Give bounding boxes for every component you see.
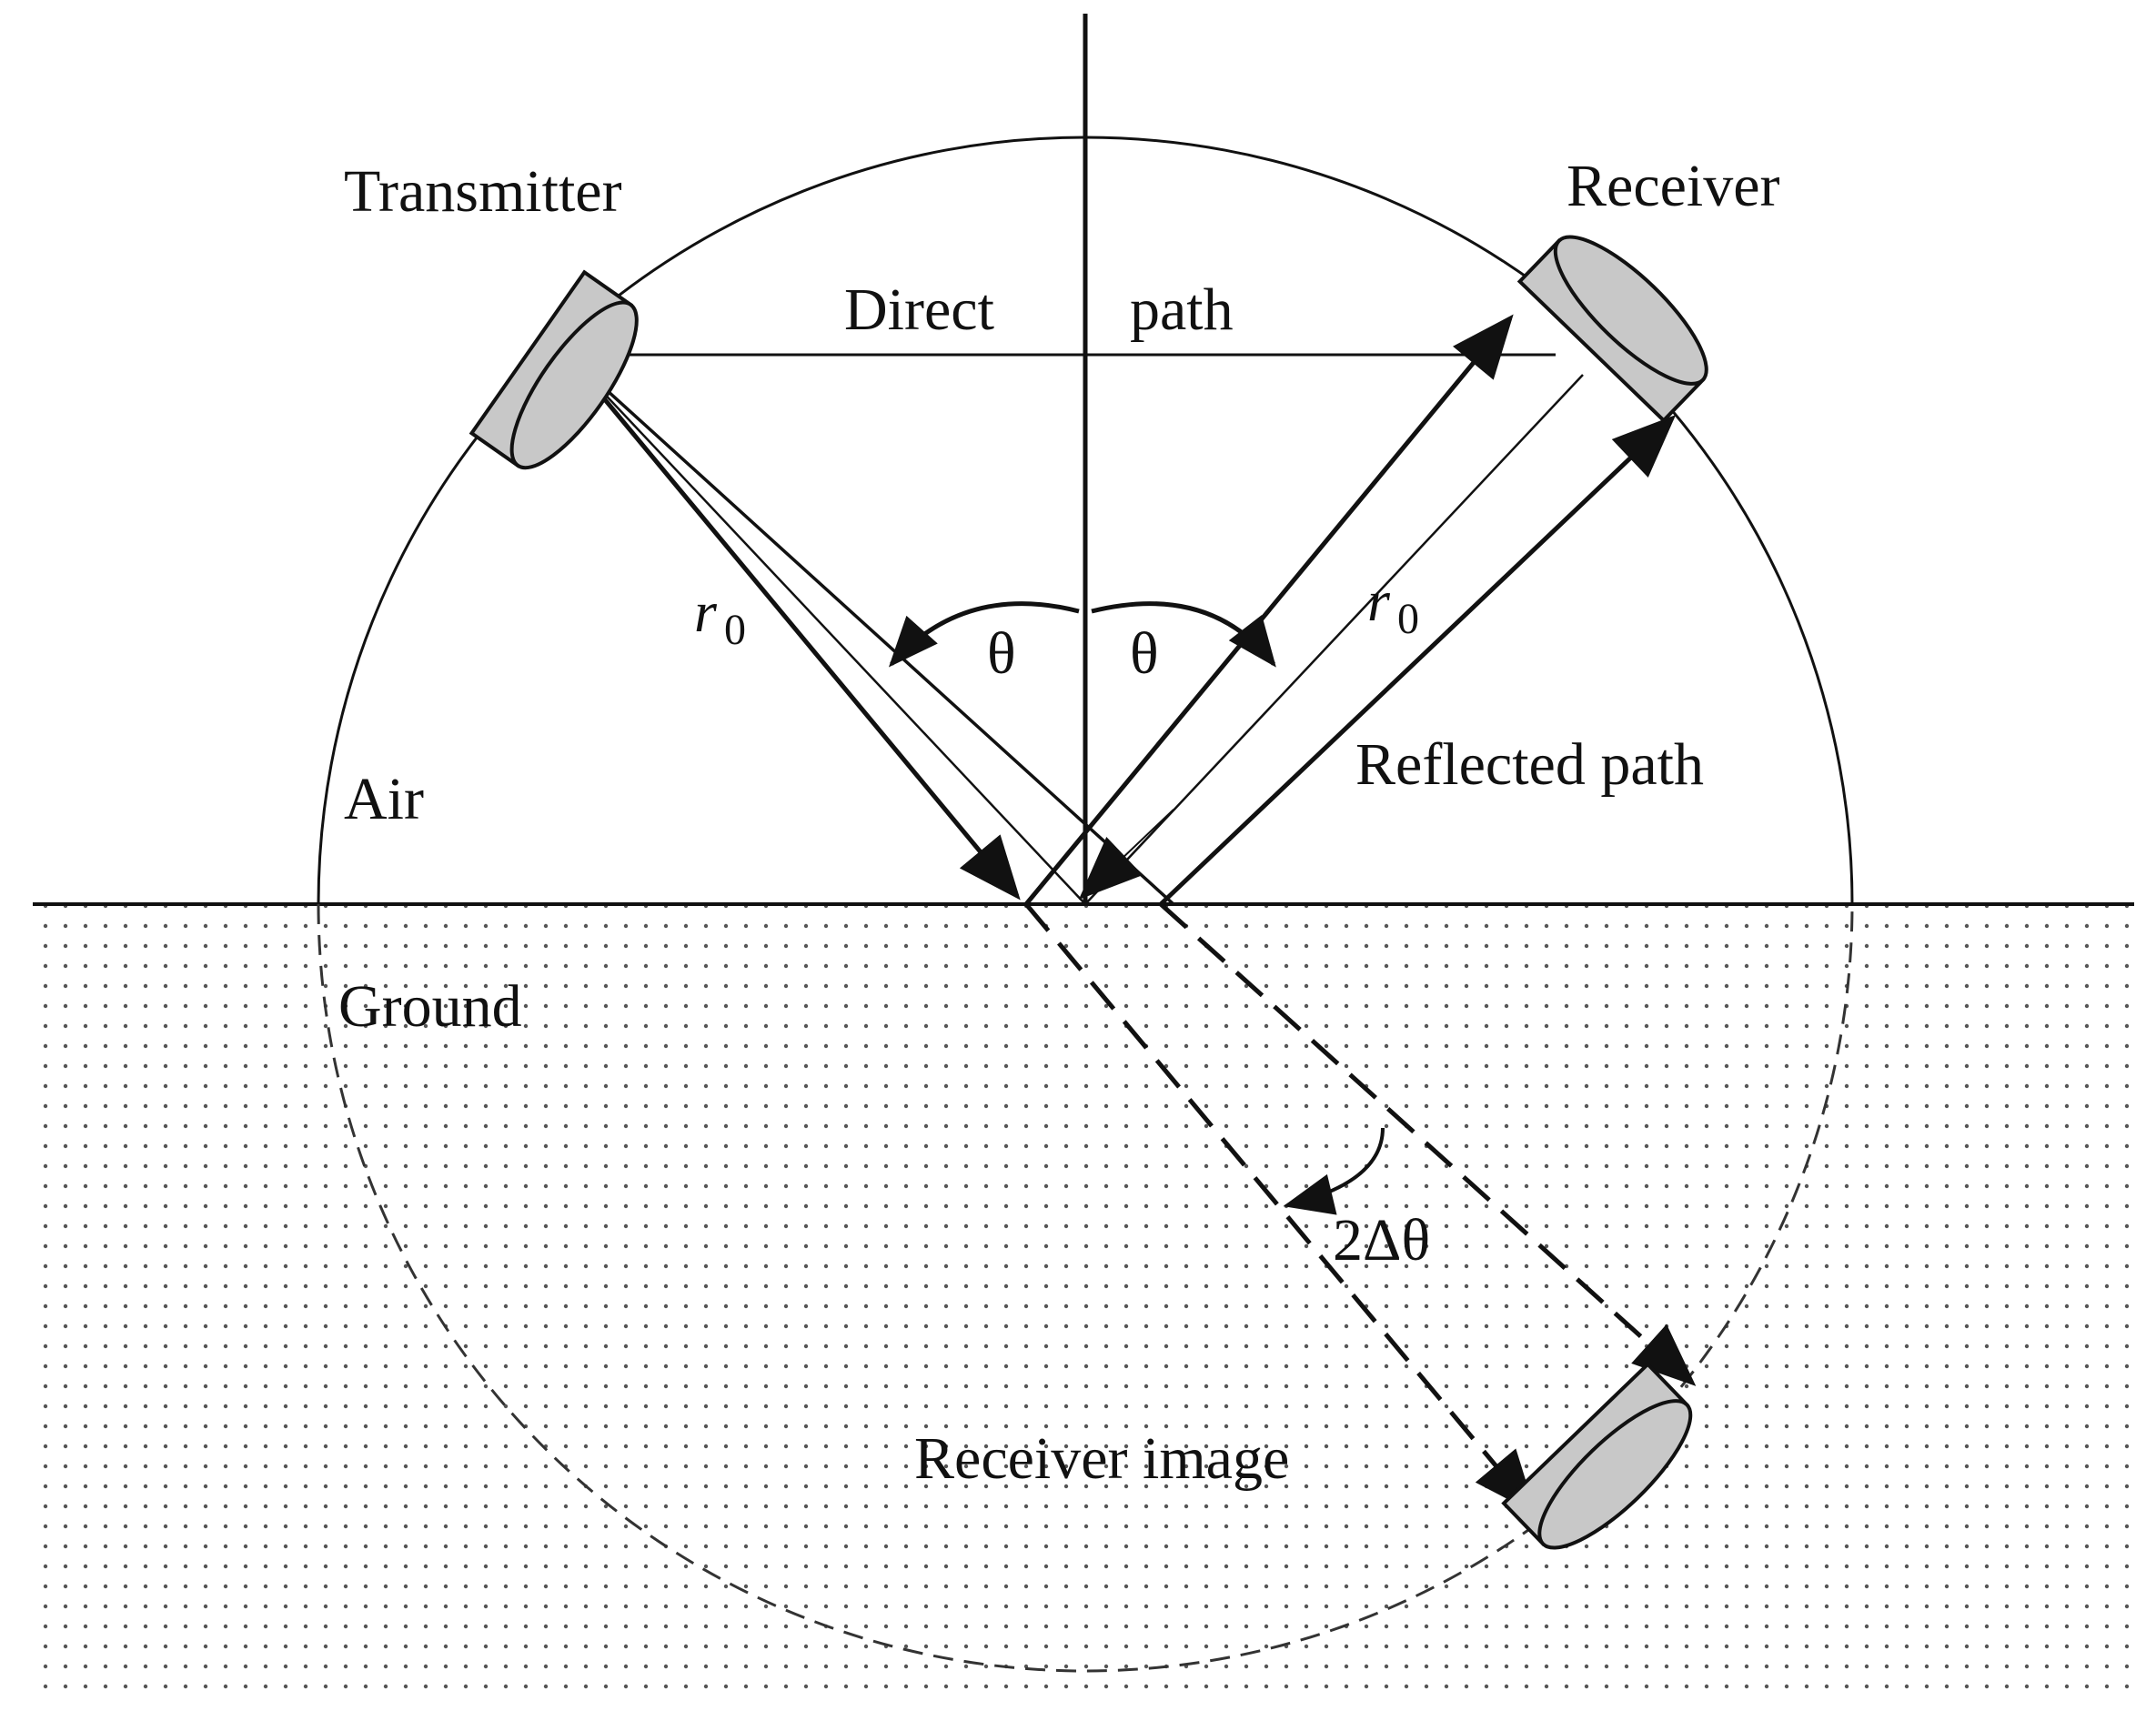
incident-ray-right: [566, 353, 1175, 906]
r0-right-symbol: r: [1367, 569, 1391, 633]
image-ray-lower: [1024, 902, 1536, 1515]
receiver-antenna: [1516, 235, 1708, 424]
r0-left-subscript: 0: [724, 606, 746, 654]
theta-arc-left: [888, 601, 1080, 668]
reflected-ray-left: [1024, 314, 1514, 906]
lower-semicircle: [317, 903, 1854, 1673]
two-delta-theta-arc: [1283, 1127, 1385, 1215]
r0-left-symbol: r: [694, 579, 718, 644]
receiver-image-antenna: [1501, 1361, 1693, 1550]
receiver-image-label: Receiver image: [914, 1425, 1289, 1492]
direct-label: Direct: [844, 277, 994, 343]
ground-label: Ground: [338, 973, 522, 1040]
reflected-path-label: Reflected path: [1355, 731, 1704, 798]
ground-region: [33, 904, 2134, 1691]
path-label: path: [1130, 277, 1234, 343]
transmitter-antenna: [468, 269, 639, 470]
reflected-ray-center: [1084, 374, 1584, 905]
theta-arc-right: [1091, 601, 1276, 668]
incident-ray-left: [566, 353, 1021, 901]
r0-right-subscript: 0: [1397, 595, 1419, 643]
image-ray-upper: [1159, 902, 1697, 1386]
theta-right-label: θ: [1130, 620, 1159, 687]
incident-ray-center: [567, 354, 1086, 905]
ray-back-arrow: [1078, 809, 1174, 900]
air-label: Air: [344, 766, 424, 832]
reflected-ray-right: [1159, 415, 1677, 906]
receiver-label: Receiver: [1567, 153, 1780, 219]
two-delta-theta-label: 2Δθ: [1333, 1207, 1430, 1273]
transmitter-label: Transmitter: [344, 158, 622, 225]
theta-left-label: θ: [987, 620, 1016, 687]
